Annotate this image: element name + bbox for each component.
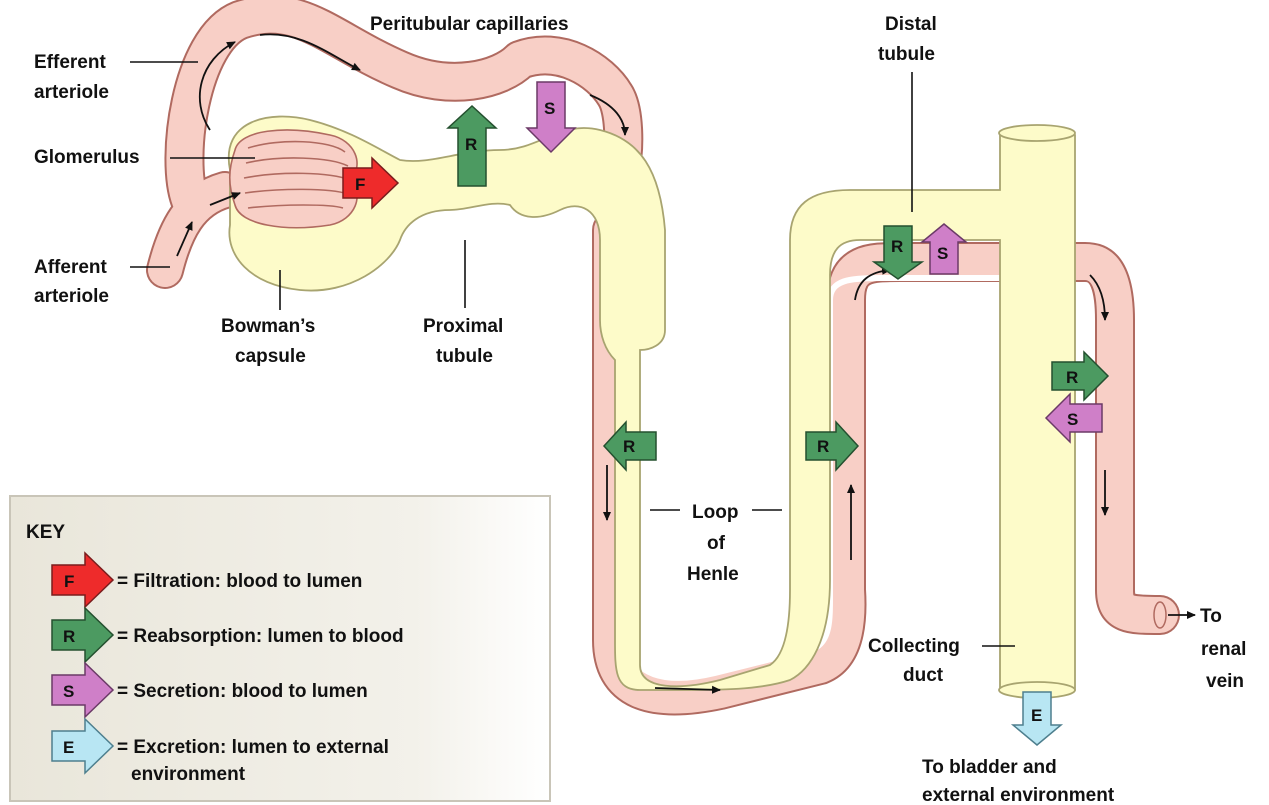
- svg-text:S: S: [544, 99, 555, 118]
- key-reabsorption-text: = Reabsorption: lumen to blood: [117, 626, 404, 647]
- label-loop-2: of: [707, 533, 726, 554]
- label-loop-3: Henle: [687, 564, 739, 585]
- svg-text:S: S: [1067, 410, 1078, 429]
- svg-text:R: R: [623, 437, 635, 456]
- svg-text:R: R: [465, 135, 477, 154]
- key-secretion-text: = Secretion: blood to lumen: [117, 681, 368, 702]
- label-efferent-1: Efferent: [34, 52, 106, 73]
- label-peritubular: Peritubular capillaries: [370, 14, 569, 35]
- label-efferent-2: arteriole: [34, 82, 109, 103]
- label-renal-1: To: [1200, 606, 1222, 627]
- key-filtration-text: = Filtration: blood to lumen: [117, 571, 362, 592]
- svg-text:S: S: [937, 244, 948, 263]
- label-loop-1: Loop: [692, 502, 738, 523]
- label-bladder-2: external environment: [922, 785, 1115, 805]
- label-distal-1: Distal: [885, 14, 937, 35]
- label-bladder-1: To bladder and: [922, 757, 1057, 778]
- label-afferent-1: Afferent: [34, 257, 108, 278]
- label-proximal-1: Proximal: [423, 316, 503, 337]
- label-glomerulus: Glomerulus: [34, 147, 140, 168]
- label-collecting-2: duct: [903, 665, 944, 686]
- label-collecting-1: Collecting: [868, 636, 960, 657]
- label-bowman-1: Bowman’s: [221, 316, 315, 337]
- svg-text:E: E: [63, 738, 74, 757]
- svg-text:R: R: [1066, 368, 1078, 387]
- key-excretion-text-2: environment: [131, 764, 246, 785]
- glomerulus: [230, 130, 357, 228]
- label-distal-2: tubule: [878, 44, 935, 65]
- label-afferent-2: arteriole: [34, 286, 109, 307]
- svg-text:F: F: [64, 572, 74, 591]
- key-excretion-text: = Excretion: lumen to external: [117, 737, 389, 758]
- label-renal-3: vein: [1206, 671, 1244, 692]
- svg-text:S: S: [63, 682, 74, 701]
- excretion-arrow: E: [1013, 692, 1061, 745]
- svg-text:F: F: [355, 175, 365, 194]
- svg-text:R: R: [891, 237, 903, 256]
- label-renal-2: renal: [1201, 639, 1246, 660]
- svg-text:R: R: [63, 627, 75, 646]
- key-title: KEY: [26, 522, 65, 543]
- svg-text:E: E: [1031, 706, 1042, 725]
- label-bowman-2: capsule: [235, 346, 306, 367]
- svg-text:R: R: [817, 437, 829, 456]
- label-proximal-2: tubule: [436, 346, 493, 367]
